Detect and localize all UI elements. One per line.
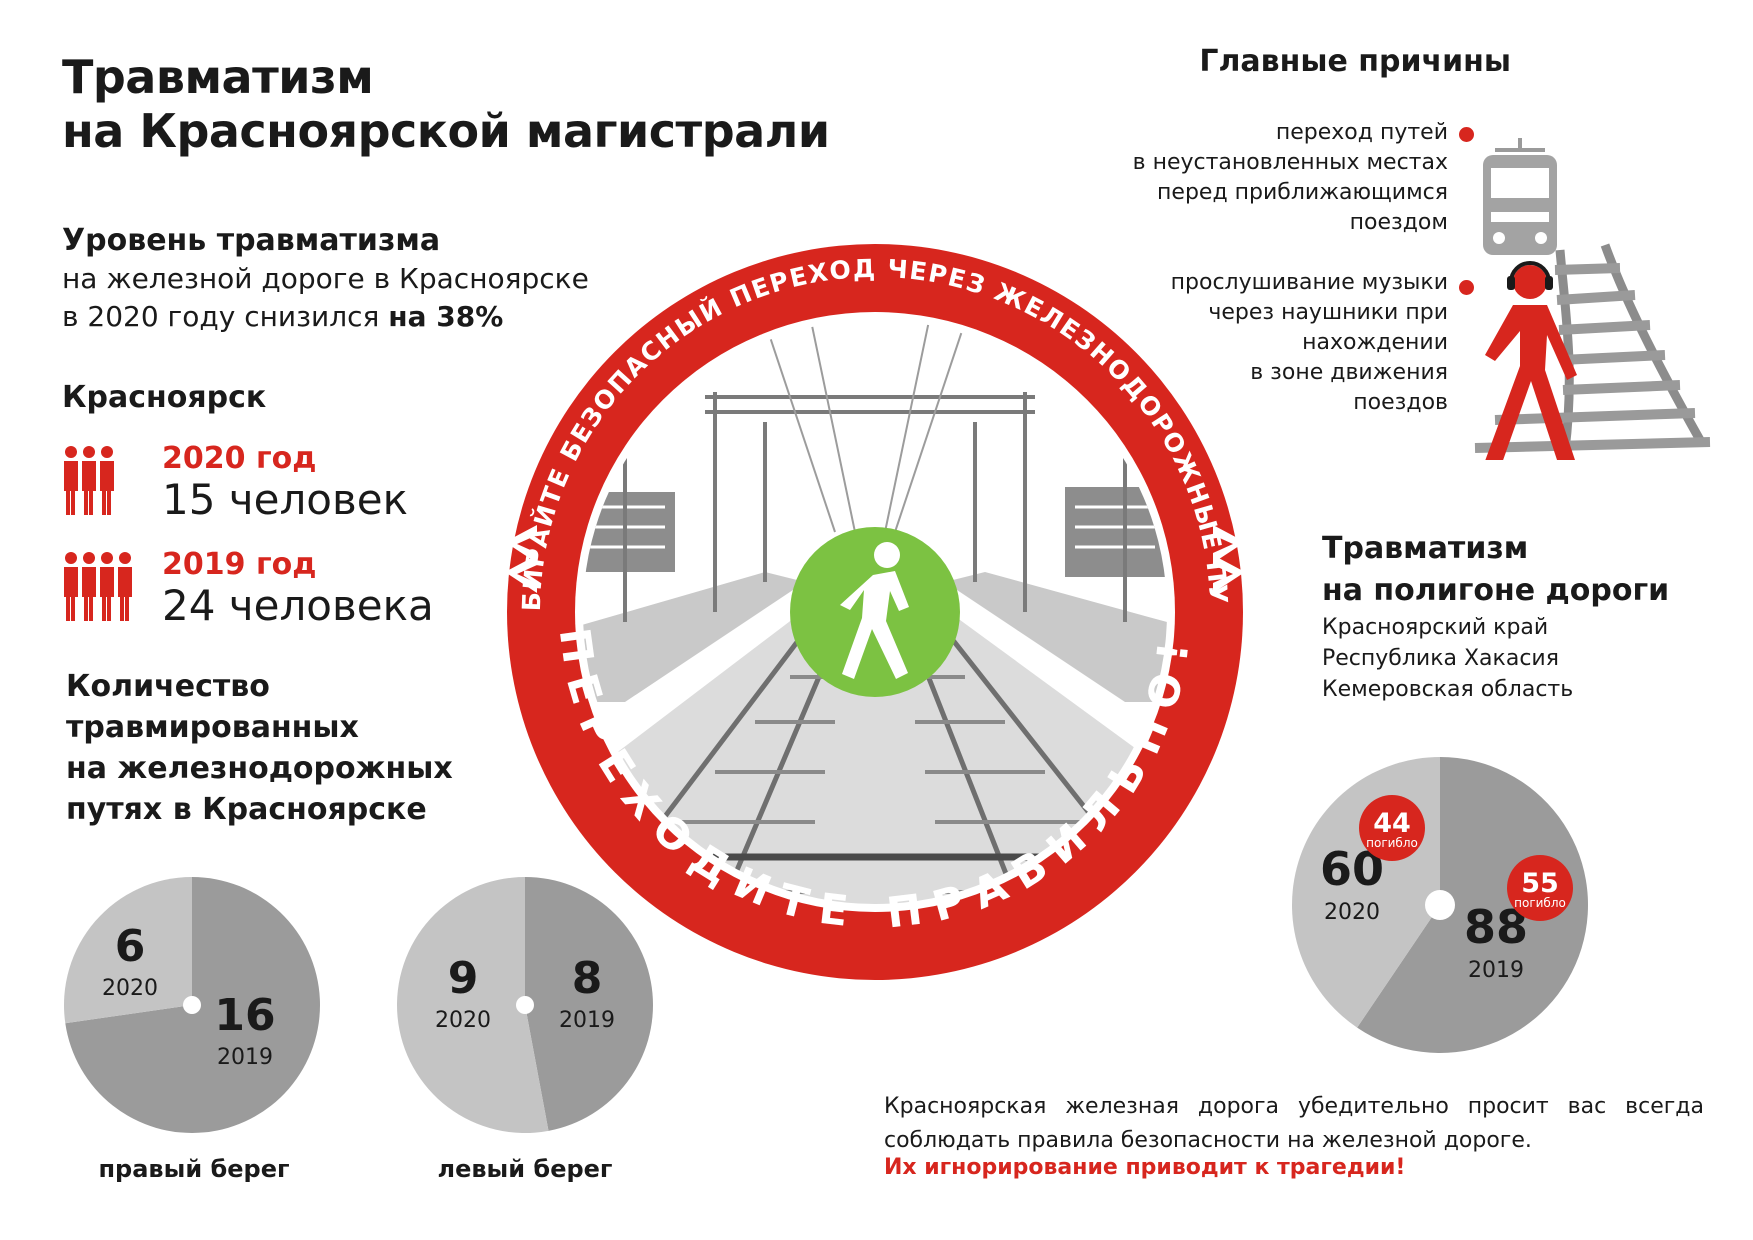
pie-center-dot (183, 996, 201, 1014)
pie-year-label: 2020 (1324, 900, 1380, 925)
cause-bullet (1459, 280, 1474, 295)
year-count: 24 человека (162, 581, 434, 630)
polygon-regions: Красноярский край Республика Хакасия Кем… (1322, 612, 1573, 705)
cause-line: перед приближающимся (1157, 180, 1448, 205)
pie-value-label: 16 (214, 990, 275, 1041)
train-icon (1483, 138, 1557, 255)
pedestrian-headphones-icon (1485, 261, 1577, 460)
page-title: Травматизм на Красноярской магистрали (62, 50, 830, 158)
injury-level-text: Уровень травматизма на железной дороге в… (62, 222, 589, 336)
injury-level-value: на 38% (388, 300, 504, 333)
pie-slice-2020 (64, 877, 192, 1024)
cause-line: поездом (1349, 210, 1448, 235)
pie-center-dot (1425, 890, 1455, 920)
pie-caption-right-bank: правый берег (98, 1155, 290, 1183)
pie-year-label: 2019 (1468, 958, 1524, 983)
region-item: Красноярский край (1322, 615, 1549, 640)
quantity-heading-line: травмированных (66, 710, 359, 745)
chevrons (505, 525, 1245, 593)
title-line-2: на Красноярской магистрали (62, 104, 830, 158)
pie-year-label: 2019 (559, 1008, 615, 1033)
injury-level-line-2: на железной дороге в Красноярске (62, 262, 589, 295)
polygon-heading: Травматизм на полигоне дороги (1322, 528, 1669, 612)
quantity-heading-line: Количество (66, 669, 270, 704)
cause-bullet (1459, 127, 1474, 142)
injury-level-prefix: в 2020 году снизился (62, 300, 380, 333)
pie-slice-2020 (397, 877, 549, 1133)
region-item: Кемеровская область (1322, 677, 1574, 702)
quantity-heading: Количество травмированных на железнодоро… (66, 666, 453, 830)
appeal-warning: Их игнорирование приводит к трагедии! (884, 1155, 1406, 1180)
year-count: 15 человек (162, 475, 408, 524)
people-icon (64, 552, 132, 621)
cause-line: прослушивание музыки (1170, 270, 1448, 295)
people-icon (64, 446, 114, 515)
safety-emblem: ВЫБИРАЙТЕ БЕЗОПАСНЫЙ ПЕРЕХОД ЧЕРЕЗ ЖЕЛЕЗ… (505, 232, 1245, 980)
pie-value-label: 6 (115, 921, 146, 972)
pie-slice-2019 (1357, 757, 1588, 1053)
pie-year-label: 2020 (435, 1008, 491, 1033)
polygon-heading-line: на полигоне дороги (1322, 573, 1670, 608)
died-value: 44 (1373, 808, 1411, 839)
pie-slice-2019 (525, 877, 653, 1131)
pie-chart-right-bank: 6 2020 16 2019 (64, 877, 320, 1133)
injury-level-line-3: в 2020 году снизился на 38% (62, 298, 589, 336)
year-label: 2020 год (162, 441, 317, 476)
cause-item-crossing: переход путей в неустановленных местах п… (1133, 118, 1448, 238)
pie-center-dot (516, 996, 534, 1014)
quantity-heading-line: путях в Красноярске (66, 792, 427, 827)
cause-line: поездов (1353, 390, 1448, 415)
cause-line: нахождении (1302, 330, 1448, 355)
cause-line: через наушники при (1208, 300, 1448, 325)
title-line-1: Травматизм (62, 50, 374, 104)
pie-value-label: 9 (448, 953, 479, 1004)
region-item: Республика Хакасия (1322, 646, 1559, 671)
polygon-heading-line: Травматизм (1322, 531, 1529, 566)
died-badge (1359, 795, 1425, 861)
city-heading: Красноярск (62, 380, 267, 415)
causes-heading: Главные причины (1199, 44, 1511, 79)
train-pedestrian-illustration (1474, 138, 1711, 460)
appeal-text: Красноярская железная дорога убедительно… (884, 1094, 1704, 1153)
injury-level-heading: Уровень травматизма (62, 223, 441, 258)
died-label: погибло (1366, 836, 1418, 850)
cause-item-headphones: прослушивание музыки через наушники при … (1171, 268, 1448, 418)
cause-line: в неустановленных местах (1132, 150, 1448, 175)
cause-line: переход путей (1275, 120, 1448, 145)
pie-year-label: 2020 (102, 976, 158, 1001)
pie-value-label: 8 (572, 953, 603, 1004)
died-label: погибло (1514, 896, 1566, 910)
died-badge (1507, 855, 1573, 921)
cause-line: в зоне движения (1250, 360, 1448, 385)
year-label: 2019 год (162, 547, 317, 582)
pie-caption-left-bank: левый берег (437, 1155, 613, 1183)
pie-chart-left-bank: 9 2020 8 2019 (397, 877, 653, 1133)
pie-year-label: 2019 (217, 1045, 273, 1070)
died-value: 55 (1521, 868, 1559, 899)
pedestrian-crossing-sign (790, 527, 960, 697)
quantity-heading-line: на железнодорожных (66, 751, 453, 786)
